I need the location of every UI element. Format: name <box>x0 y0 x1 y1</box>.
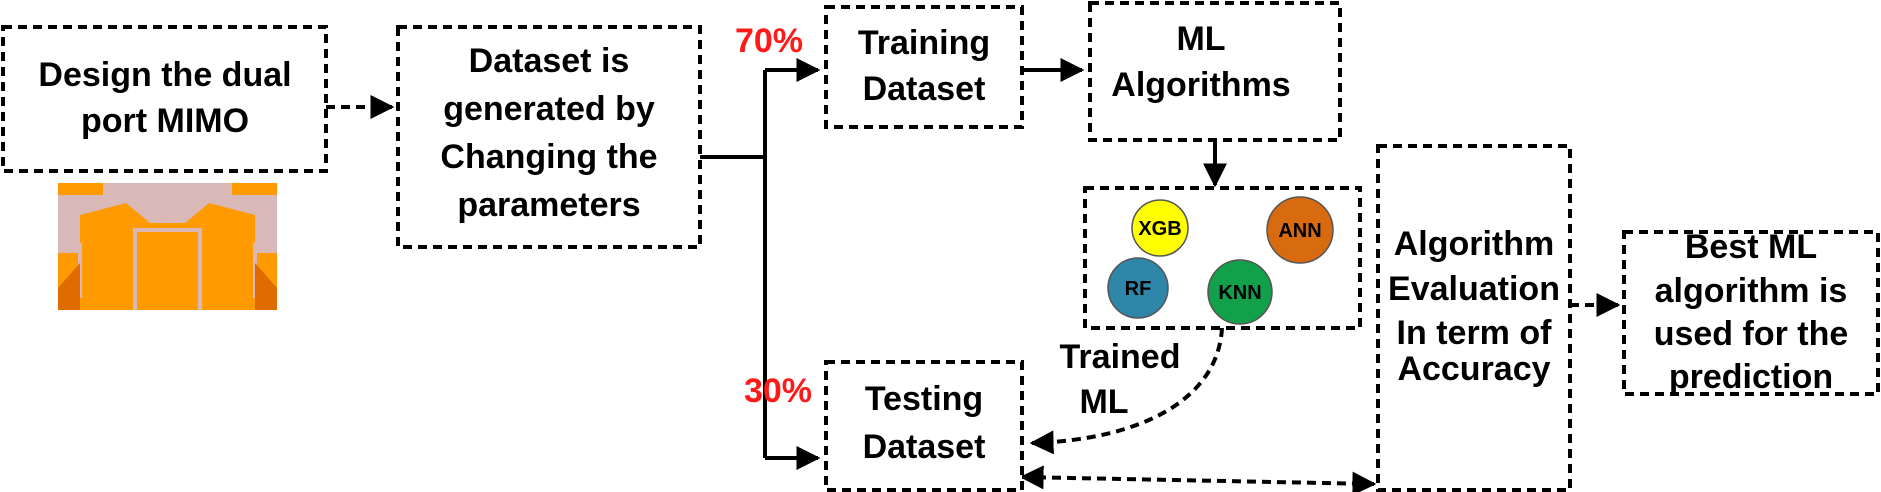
best-line3: used for the <box>1654 315 1849 353</box>
best-line1: Best ML <box>1685 228 1817 266</box>
algorithm-xgb-circle <box>1131 199 1189 257</box>
trained-label-line2: ML <box>1079 383 1128 421</box>
testing-line1: Testing <box>865 380 983 418</box>
algorithm-ann: ANN <box>1266 196 1334 264</box>
training-node: Training Dataset <box>824 5 1024 129</box>
ml-line1: ML <box>1176 20 1225 58</box>
mimo-antenna-image <box>58 183 277 310</box>
training-line1: Training <box>858 24 990 62</box>
evaluation-node: Algorithm Evaluation In term of Accuracy <box>1376 144 1572 492</box>
algorithm-rf: RF <box>1107 257 1169 319</box>
arrow-testing-evaluation <box>1019 465 1377 492</box>
dataset-line1: Dataset is <box>469 42 630 80</box>
train-percent-label: 70% <box>735 22 803 60</box>
best-line4: prediction <box>1669 358 1833 396</box>
dataset-line3: Changing the <box>440 138 657 176</box>
evaluation-line3: In term of <box>1397 314 1553 352</box>
evaluation-line2: Evaluation <box>1388 270 1560 308</box>
evaluation-line1: Algorithm <box>1394 225 1555 263</box>
training-line2: Dataset <box>863 70 986 108</box>
algorithm-xgb-label: XGB <box>1138 218 1181 240</box>
evaluation-line4: Accuracy <box>1397 350 1550 388</box>
best-node: Best ML algorithm is used for the predic… <box>1622 228 1880 396</box>
best-line2: algorithm is <box>1655 272 1848 310</box>
design-node: Design the dual port MIMO <box>1 25 328 173</box>
algorithm-ann-circle <box>1266 196 1334 264</box>
ml-node: ML Algorithms <box>1088 1 1342 142</box>
algorithm-knn-circle <box>1207 259 1273 325</box>
connectors <box>326 58 1621 492</box>
algorithm-rf-circle <box>1107 257 1169 319</box>
design-line1: Design the dual <box>38 56 291 94</box>
algorithm-rf-label: RF <box>1125 278 1152 300</box>
dataset-line4: parameters <box>457 186 640 224</box>
testing-node: Testing Dataset <box>824 360 1024 492</box>
algorithm-knn: KNN <box>1207 259 1273 325</box>
dataset-node: Dataset is generated by Changing the par… <box>396 25 702 249</box>
test-percent-label: 30% <box>744 372 812 410</box>
algorithm-xgb: XGB <box>1131 199 1189 257</box>
algorithm-circles: XGB ANN RF KNN <box>1107 196 1334 325</box>
models-node: XGB ANN RF KNN <box>1083 186 1362 330</box>
algorithm-ann-label: ANN <box>1278 220 1321 242</box>
trained-label-line1: Trained <box>1060 338 1181 376</box>
ml-line2: Algorithms <box>1111 66 1290 104</box>
algorithm-knn-label: KNN <box>1218 282 1261 304</box>
design-line2: port MIMO <box>81 102 249 140</box>
dataset-line2: generated by <box>443 90 655 128</box>
testing-line2: Dataset <box>863 428 986 466</box>
